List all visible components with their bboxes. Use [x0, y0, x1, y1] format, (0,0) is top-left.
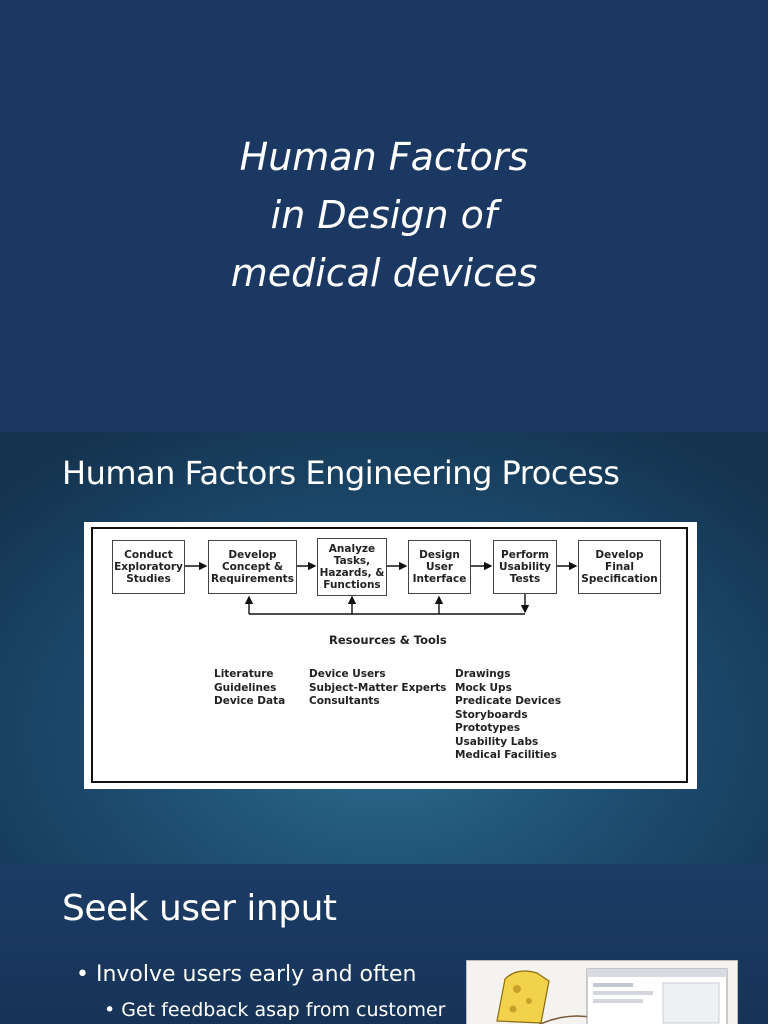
- cheese-icon: [496, 970, 550, 1024]
- resources-col-artifacts: Drawings Mock Ups Predicate Devices Stor…: [455, 668, 561, 763]
- resource-item: Prototypes: [455, 722, 521, 734]
- resource-item: Storyboards: [455, 708, 528, 721]
- resource-item: Device Users: [309, 668, 386, 680]
- resources-title: Resources & Tools: [329, 633, 447, 647]
- resource-item: Predicate Devices: [455, 695, 562, 707]
- resource-item: Consultants: [309, 695, 380, 707]
- resource-item: Subject-Matter Experts: [309, 681, 447, 694]
- resource-item: Mock Ups: [455, 681, 512, 694]
- diagram-connectors: [185, 561, 578, 615]
- diagram-frame: [91, 527, 688, 783]
- step-analyze-tasks: Analyze Tasks, Hazards, & Functions: [317, 538, 387, 596]
- user-input-slide: Seek user input • Involve users early an…: [0, 864, 768, 1024]
- title-slide: Human Factors in Design of medical devic…: [0, 0, 768, 432]
- bullet-involve-users: • Involve users early and often: [76, 962, 417, 987]
- resource-item: Literature: [214, 668, 274, 680]
- resource-item: Usability Labs: [455, 735, 539, 748]
- resource-item: Medical Facilities: [455, 749, 557, 761]
- title-line-1: Human Factors: [239, 135, 529, 179]
- resources-col-people: Device Users Subject-Matter Experts Cons…: [309, 668, 446, 709]
- sub-bullet-feedback: • Get feedback asap from customer: [104, 999, 446, 1021]
- title-line-3: medical devices: [230, 251, 538, 295]
- resource-item: Guidelines: [214, 681, 277, 694]
- resources-col-literature: Literature Guidelines Device Data: [214, 668, 285, 709]
- step-conduct-studies: Conduct Exploratory Studies: [112, 540, 185, 594]
- process-diagram: Conduct Exploratory Studies Develop Conc…: [84, 522, 697, 789]
- slide-title: Human Factors in Design of medical devic…: [0, 128, 768, 302]
- slide-heading: Seek user input: [62, 888, 337, 929]
- resource-item: Drawings: [455, 668, 511, 680]
- cartoon-illustration: [467, 961, 737, 1024]
- slide-heading: Human Factors Engineering Process: [62, 454, 620, 492]
- step-perform-tests: Perform Usability Tests: [493, 540, 557, 594]
- resource-item: Device Data: [214, 695, 286, 707]
- step-design-ui: Design User Interface: [408, 540, 471, 594]
- process-slide: Human Factors Engineering Process Conduc…: [0, 432, 768, 864]
- cheese-cartoon-image: [466, 960, 738, 1024]
- step-final-spec: Develop Final Specification: [578, 540, 661, 594]
- step-develop-concept: Develop Concept & Requirements: [208, 540, 297, 594]
- title-line-2: in Design of: [270, 193, 498, 237]
